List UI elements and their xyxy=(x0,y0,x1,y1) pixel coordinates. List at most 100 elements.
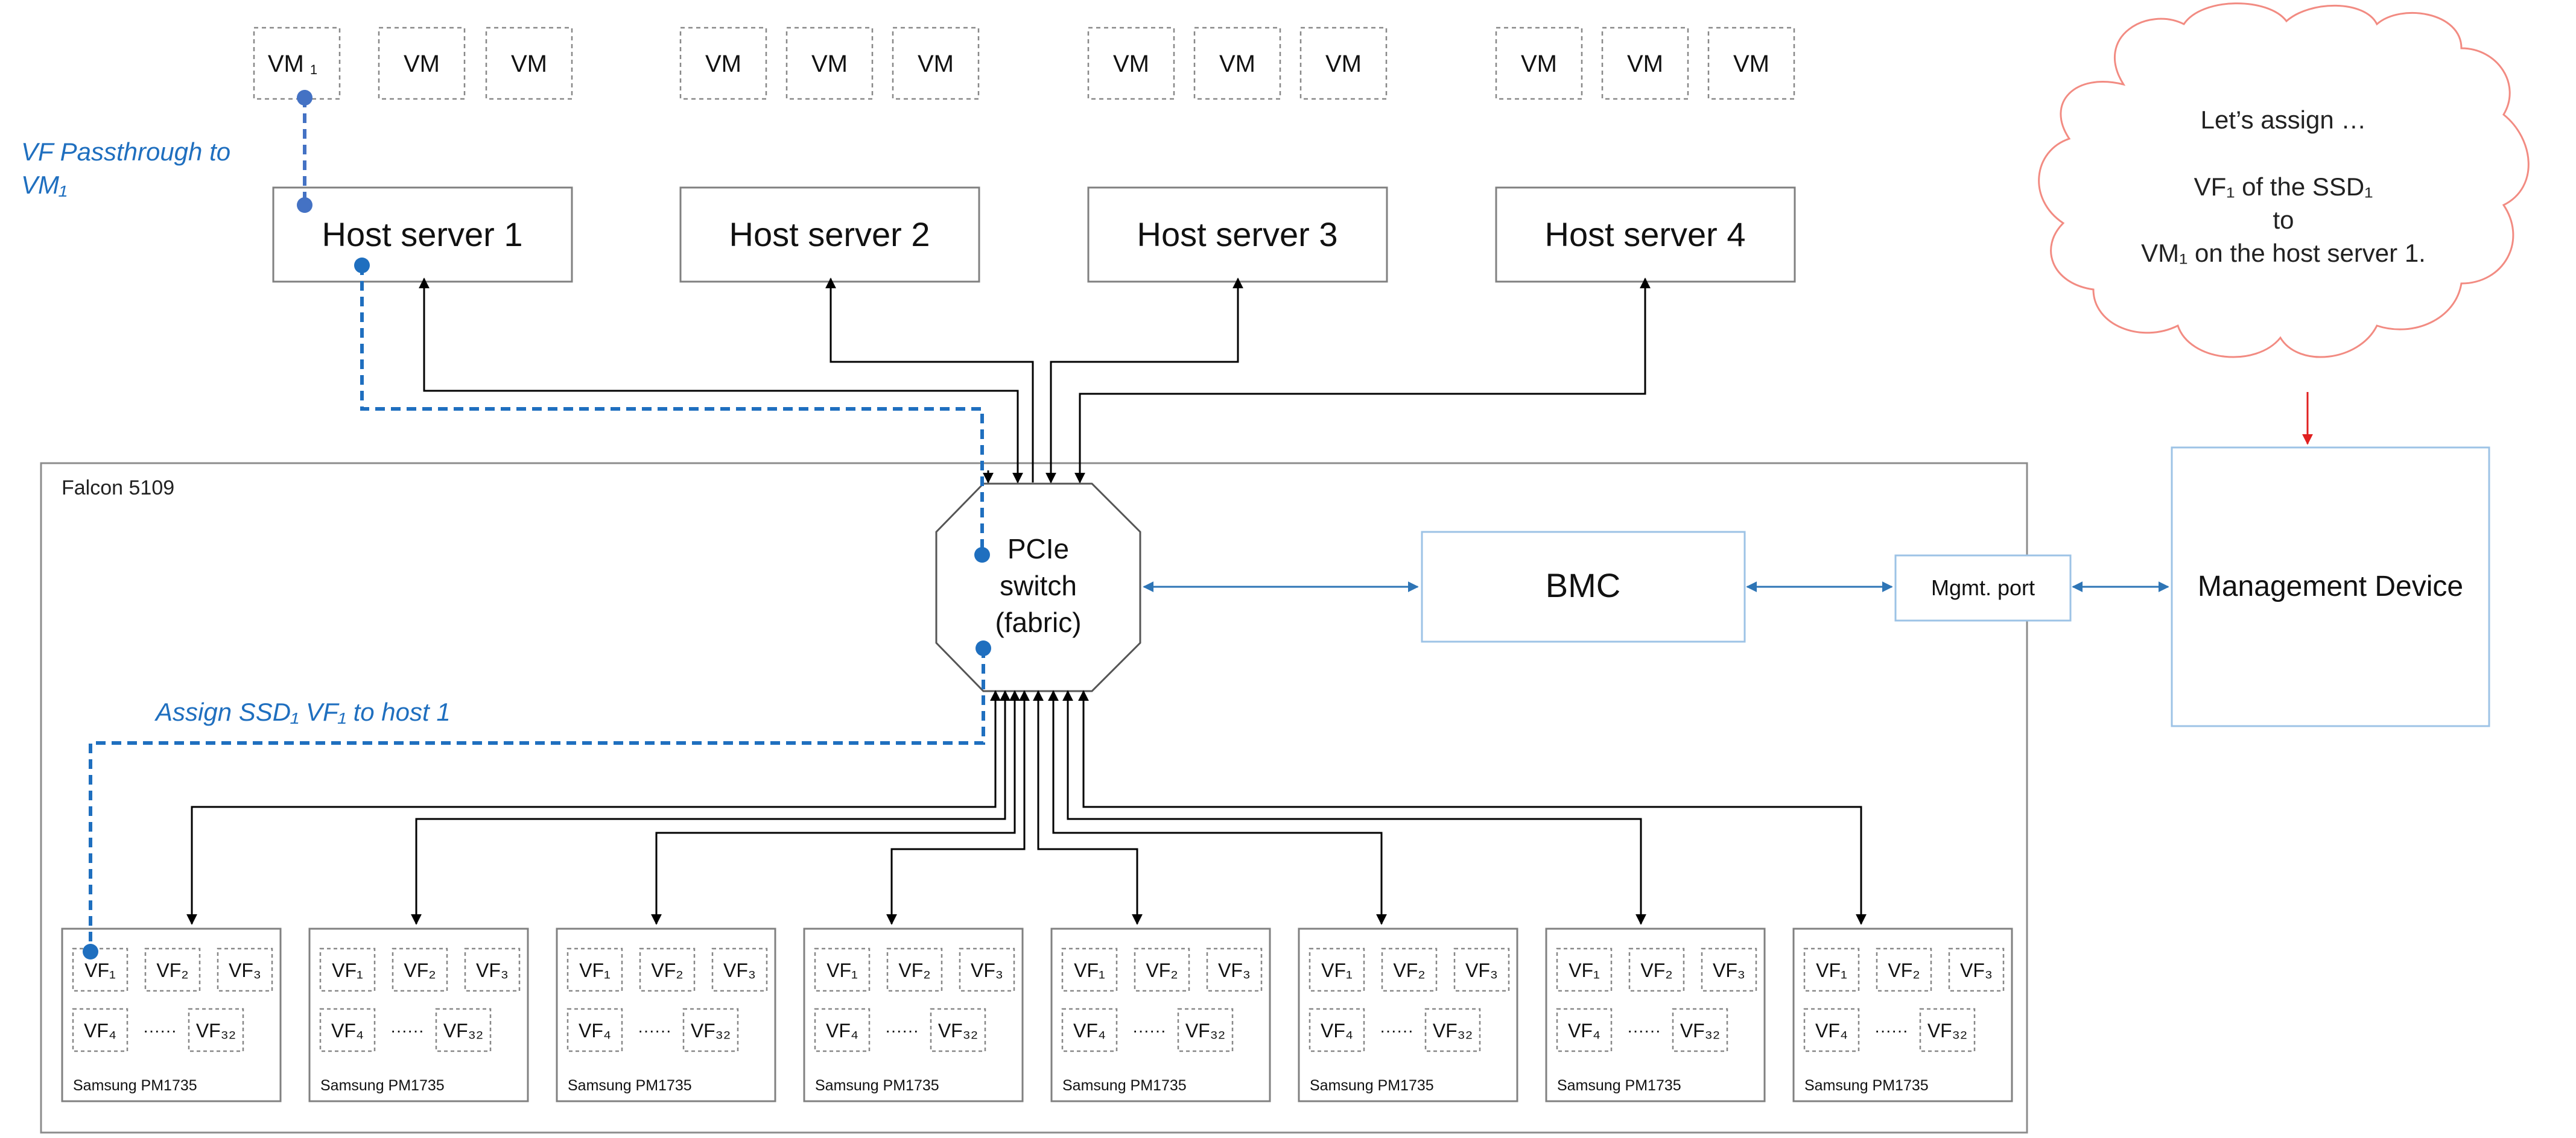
vf-label: VF₃ xyxy=(1713,959,1745,981)
vf-slot xyxy=(814,947,871,992)
vf-label: VF₄ xyxy=(1815,1020,1848,1042)
vf-slot xyxy=(1672,1008,1728,1052)
ssd-model-label: Samsung PM1735 xyxy=(73,1077,197,1094)
bmc-label: BMC xyxy=(1546,566,1620,604)
ssd-connector-1 xyxy=(186,691,997,925)
vf-label: VF₄ xyxy=(579,1020,611,1042)
ssd-group: VF₁ VF₂ VF₃ VF₄ VF₃₂ ······ Samsung PM1735 VF₁ V… xyxy=(61,928,2013,1102)
ssd-model-label: Samsung PM1735 xyxy=(320,1077,445,1094)
vf-slot xyxy=(1309,947,1365,992)
vm-box xyxy=(1495,27,1583,100)
vf-label: VF₃₂ xyxy=(1433,1020,1473,1042)
dashed-path-host1-to-switch xyxy=(360,265,984,555)
vf-slot xyxy=(188,1008,244,1052)
vm-box xyxy=(1707,27,1795,100)
assignment-endpoints xyxy=(83,90,991,959)
endpoint-switch-lower xyxy=(976,640,991,656)
vf-slot xyxy=(886,947,943,992)
vm-label: VM xyxy=(1733,51,1769,77)
vm-box xyxy=(1193,27,1281,100)
vm-box xyxy=(253,27,341,100)
vf-label: VF₃₂ xyxy=(1185,1020,1225,1042)
vf-slot xyxy=(392,947,448,992)
vf-slot xyxy=(566,947,623,992)
vf-ellipsis: ······ xyxy=(143,1021,177,1040)
vf-slot xyxy=(435,1008,492,1052)
vm-box xyxy=(785,27,874,100)
endpoint-ssd1-vf1 xyxy=(83,944,98,959)
vf-slot xyxy=(1803,947,1860,992)
chassis-label: Falcon 5109 xyxy=(62,476,174,499)
vf-label: VF₂ xyxy=(1393,959,1425,981)
vf-label: VF₂ xyxy=(1146,959,1178,981)
cloud-line-1: Let’s assign … xyxy=(2201,106,2367,134)
vf-label: VF₄ xyxy=(84,1020,116,1042)
vf-label: VF₃₂ xyxy=(1680,1020,1720,1042)
vf-label: VF₂ xyxy=(651,959,683,981)
annotation-passthrough-line1: VF Passthrough to xyxy=(21,138,230,166)
host-server-label: Host server 3 xyxy=(1137,215,1338,253)
vf-label: VF₄ xyxy=(1321,1020,1353,1042)
vf-slot xyxy=(1453,947,1510,992)
pcie-switch-label-line2: switch xyxy=(1000,570,1077,601)
vm-label: VM xyxy=(1521,51,1557,77)
vf-ellipsis: ······ xyxy=(1132,1021,1166,1040)
vm-box xyxy=(1087,27,1175,100)
vf-slot xyxy=(1876,947,1932,992)
vf-label: VF₁ xyxy=(332,959,363,981)
vf-label: VF₃₂ xyxy=(1927,1020,1967,1042)
vf-slot xyxy=(1061,1008,1118,1052)
mgmt-port-box xyxy=(1894,554,2072,622)
vf-ellipsis: ······ xyxy=(638,1021,671,1040)
ssd-connector-4 xyxy=(886,691,1026,925)
vf-label: VF₃ xyxy=(229,959,261,981)
ssd-connector-7 xyxy=(1067,691,1646,925)
vf-slot xyxy=(144,947,201,992)
vf-label: VF₃ xyxy=(1218,959,1251,981)
cloud-line-4: VM₁ on the host server 1. xyxy=(2141,239,2426,267)
vm-label: VM xyxy=(918,51,954,77)
vf-label: VF₃ xyxy=(476,959,509,981)
ssd-model-label: Samsung PM1735 xyxy=(568,1077,692,1094)
vm-label: VM xyxy=(1219,51,1255,77)
vf-label: VF₂ xyxy=(404,959,436,981)
vf-slot xyxy=(1061,947,1118,992)
endpoint-host1-top xyxy=(297,197,312,213)
bmc-box xyxy=(1421,531,1746,643)
ssd-connector-3 xyxy=(651,691,1016,925)
annotation-passthrough-line2: VM₁ xyxy=(21,171,67,199)
vf-slot xyxy=(711,947,768,992)
vf-slot xyxy=(959,947,1015,992)
vf-label: VF₁ xyxy=(1816,959,1847,981)
vf-label: VF₃₂ xyxy=(938,1020,978,1042)
vf-label: VF₃ xyxy=(971,959,1003,981)
ssd-connector-2 xyxy=(411,691,1006,925)
endpoint-host1-bottom xyxy=(354,258,370,273)
cloud-callout xyxy=(2038,2,2530,358)
vf-label: VF₄ xyxy=(331,1020,364,1042)
vf-slot xyxy=(682,1008,739,1052)
vf-ellipsis: ······ xyxy=(1627,1021,1661,1040)
ssd-model-label: Samsung PM1735 xyxy=(1062,1077,1187,1094)
vf-label: VF₁ xyxy=(579,959,611,981)
vf-slot xyxy=(319,947,376,992)
vm-label: VM xyxy=(811,51,848,77)
vf-slot xyxy=(566,1008,623,1052)
connector-host2 xyxy=(825,277,1034,482)
vf-slot xyxy=(1701,947,1757,992)
management-device-label: Management Device xyxy=(2198,571,2463,602)
assignment-paths xyxy=(89,98,985,952)
vf-slot xyxy=(319,1008,376,1052)
vm-label: VM xyxy=(705,51,741,77)
vf-label: VF₁ xyxy=(1074,959,1105,981)
vm-subscript: 1 xyxy=(310,62,317,77)
vm-box xyxy=(679,27,767,100)
vm-box xyxy=(892,27,980,100)
vf-slot xyxy=(814,1008,871,1052)
vf-slot xyxy=(1424,1008,1481,1052)
ssd-model-label: Samsung PM1735 xyxy=(815,1077,939,1094)
annotation-assign: Assign SSD₁ VF₁ to host 1 xyxy=(154,698,451,726)
vm-box xyxy=(378,27,466,100)
